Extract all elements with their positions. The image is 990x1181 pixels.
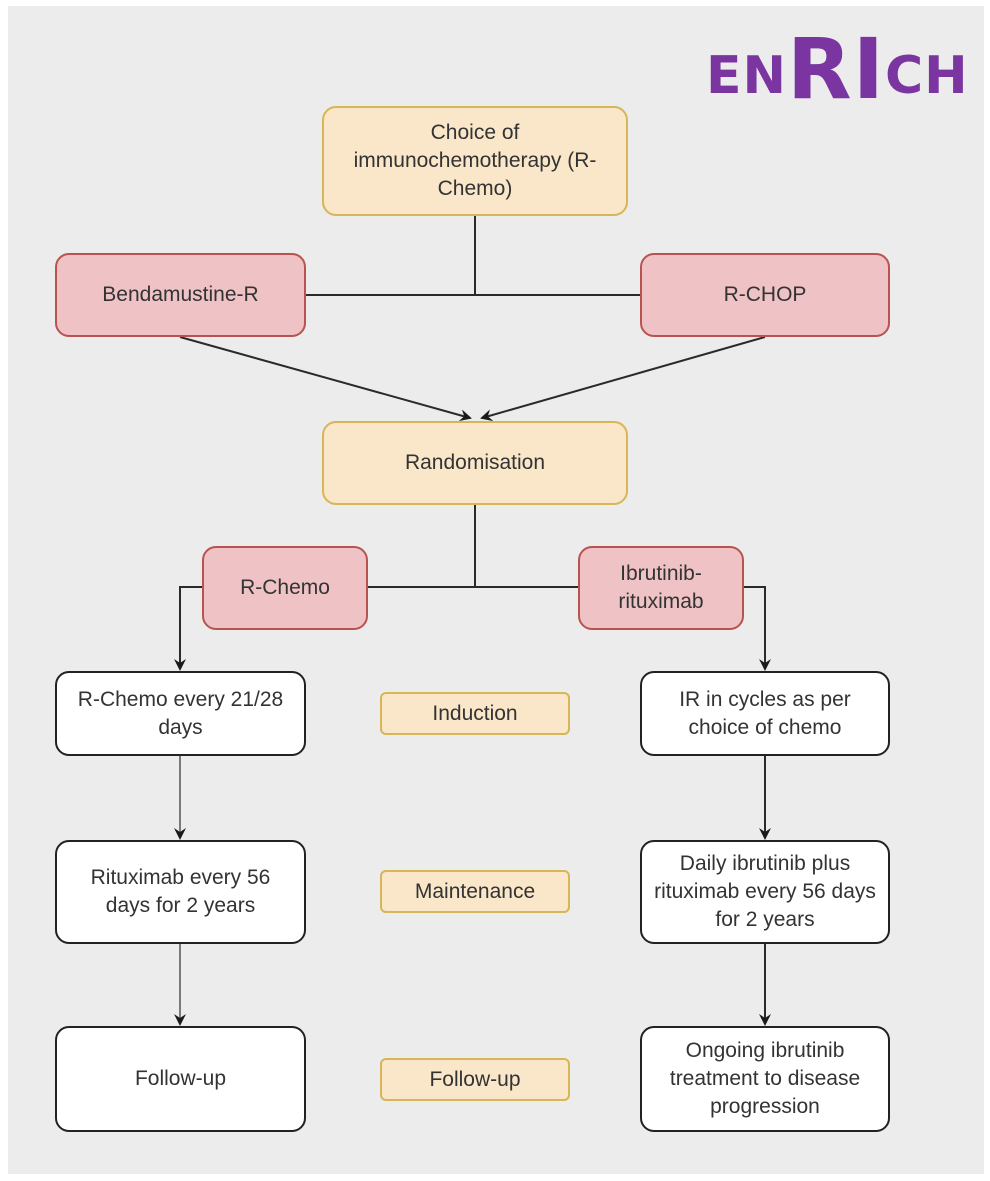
node-randomisation: Randomisation <box>322 421 628 505</box>
arrow-rchop-randomisation <box>480 336 766 422</box>
node-r-chemo-arm: R-Chemo <box>202 546 368 630</box>
arrow-ibrutinib-induction <box>744 586 771 671</box>
phase-label-induction: Induction <box>380 692 570 735</box>
arrow-bendamustine-randomisation <box>179 336 472 422</box>
node-bendamustine-r: Bendamustine-R <box>55 253 306 337</box>
arrow-rchemo-induction <box>174 586 202 671</box>
node-left-induction: R-Chemo every 21/28 days <box>55 671 306 756</box>
node-right-followup: Ongoing ibrutinib treatment to disease p… <box>640 1026 890 1132</box>
node-left-followup: Follow-up <box>55 1026 306 1132</box>
node-right-maintenance: Daily ibrutinib plus rituximab every 56 … <box>640 840 890 944</box>
phase-label-followup: Follow-up <box>380 1058 570 1101</box>
node-ibrutinib-rituximab-arm: Ibrutinib-rituximab <box>578 546 744 630</box>
node-right-induction: IR in cycles as per choice of chemo <box>640 671 890 756</box>
phase-label-maintenance: Maintenance <box>380 870 570 913</box>
node-choice-of-immunochemotherapy: Choice of immunochemotherapy (R-Chemo) <box>322 106 628 216</box>
node-left-maintenance: Rituximab every 56 days for 2 years <box>55 840 306 944</box>
node-r-chop: R-CHOP <box>640 253 890 337</box>
